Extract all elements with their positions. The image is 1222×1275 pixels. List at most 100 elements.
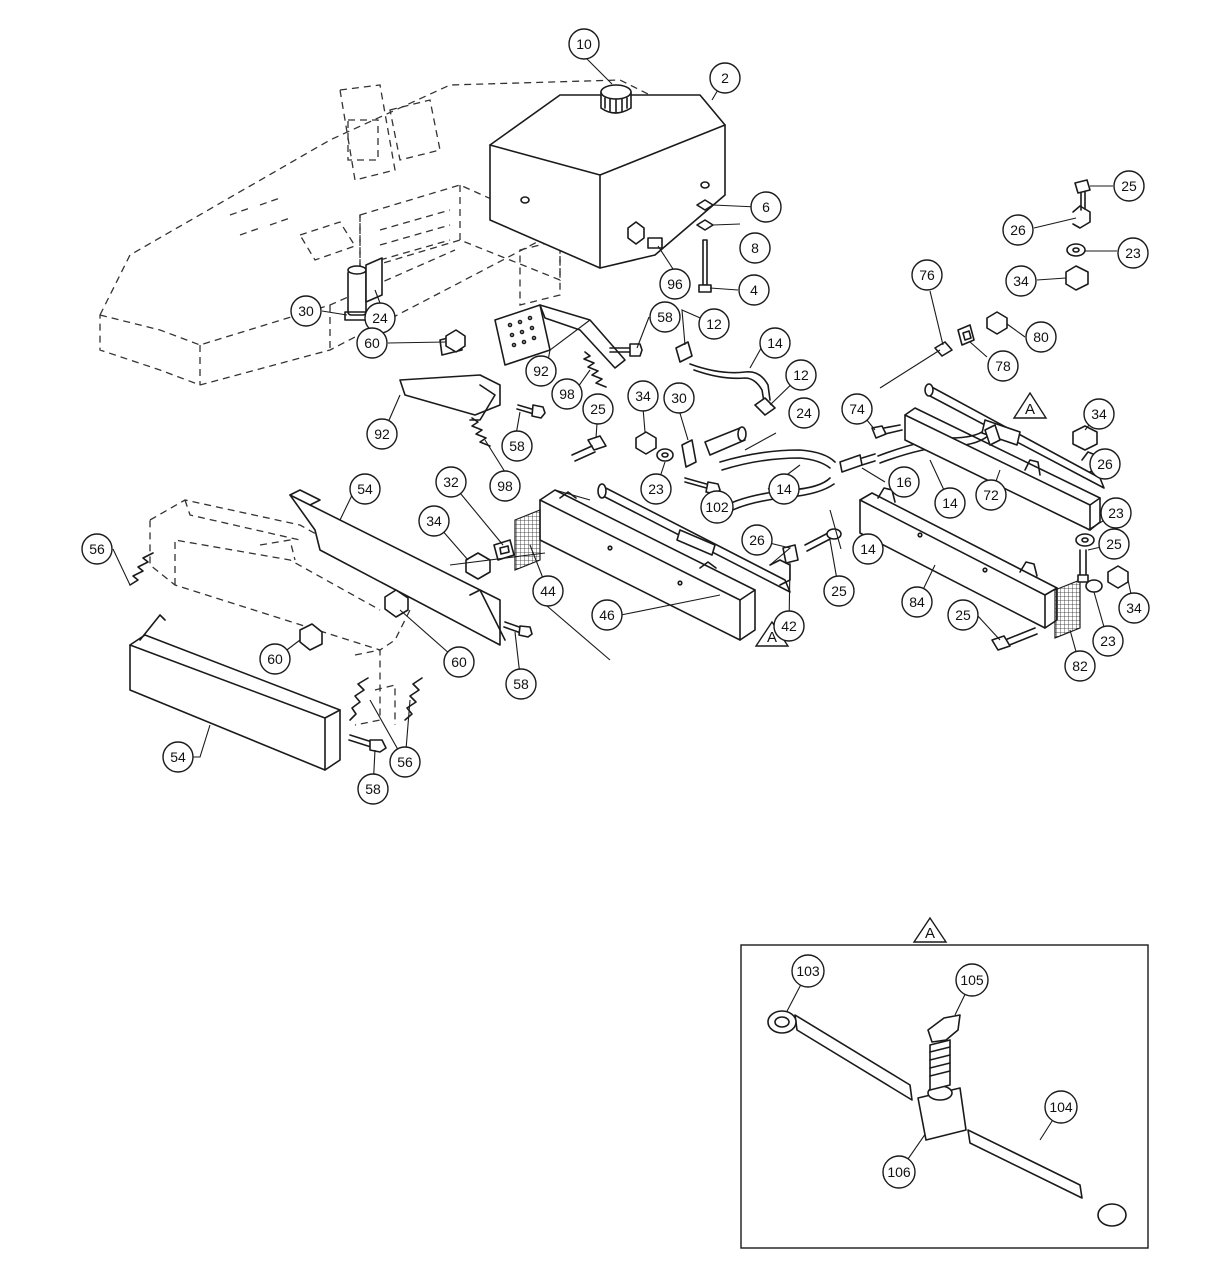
callout: 96 [659, 268, 691, 300]
svg-text:58: 58 [509, 438, 525, 454]
callout: 105 [955, 963, 989, 997]
callout: 34 [1005, 265, 1037, 297]
connector-16 [839, 453, 876, 473]
clip-26-right-a [1024, 459, 1041, 476]
svg-text:104: 104 [1049, 1099, 1073, 1115]
svg-text:23: 23 [1125, 245, 1141, 261]
svg-text:A: A [1025, 401, 1035, 418]
callout: 58 [357, 773, 389, 805]
svg-text:14: 14 [776, 481, 792, 497]
svg-text:102: 102 [705, 499, 729, 515]
callout: 24 [364, 302, 396, 334]
washer-76 [934, 341, 953, 357]
svg-text:98: 98 [559, 386, 575, 402]
bolt-25-center [571, 435, 607, 462]
svg-text:74: 74 [849, 401, 865, 417]
svg-text:92: 92 [533, 363, 549, 379]
callout: 58 [649, 301, 681, 333]
svg-text:44: 44 [540, 583, 556, 599]
callout: 58 [501, 430, 533, 462]
clip-26-top-right [1072, 205, 1091, 229]
svg-text:98: 98 [497, 478, 513, 494]
svg-text:60: 60 [451, 654, 467, 670]
svg-text:25: 25 [1121, 178, 1137, 194]
svg-text:25: 25 [955, 607, 971, 623]
section-marker-a-3: A [912, 916, 948, 943]
mower-deck-outline [99, 79, 682, 386]
svg-text:60: 60 [364, 335, 380, 351]
svg-text:24: 24 [796, 405, 812, 421]
hatched-pad-82 [1054, 579, 1081, 639]
nut-34-left [465, 552, 491, 580]
svg-text:72: 72 [983, 487, 999, 503]
spring-56-lower-b [404, 677, 423, 721]
elbow-fitting-12-upper [675, 341, 693, 363]
svg-text:58: 58 [657, 309, 673, 325]
mount-plate [399, 304, 626, 421]
callout: 6 [750, 191, 782, 223]
callout: 12 [785, 359, 817, 391]
nut-80 [986, 311, 1008, 335]
callout: 25 [1113, 170, 1145, 202]
tank-fitting [627, 221, 663, 249]
svg-text:14: 14 [860, 541, 876, 557]
nut-60-left [299, 623, 323, 651]
tube-upper-center [597, 483, 791, 593]
bolt-74 [871, 424, 903, 439]
callouts: 10 2 6 8 4 96 25 26 23 34 80 76 78 30 24… [81, 28, 1150, 1189]
svg-text:78: 78 [995, 358, 1011, 374]
deflector-54-lower [129, 614, 341, 771]
callout: 60 [443, 646, 475, 678]
svg-text:23: 23 [648, 481, 664, 497]
section-marker-a-1: A [1012, 391, 1048, 419]
svg-text:8: 8 [751, 240, 759, 256]
fuel-tank [489, 94, 726, 269]
nut-34-center [635, 431, 657, 455]
callout: 2 [709, 62, 741, 94]
nut-60-mid [384, 589, 409, 618]
callout: 58 [505, 668, 537, 700]
svg-text:42: 42 [781, 618, 797, 634]
elbow-fitting-12-lower [754, 397, 776, 416]
spring-98-lower [471, 417, 491, 447]
svg-text:14: 14 [767, 335, 783, 351]
callout: 92 [366, 418, 398, 450]
callout: 54 [349, 473, 381, 505]
bolt-58-upper [609, 343, 643, 357]
svg-text:26: 26 [749, 532, 765, 548]
deflector-54-upper [289, 489, 506, 646]
svg-text:32: 32 [443, 474, 459, 490]
svg-text:26: 26 [1010, 222, 1026, 238]
svg-text:2: 2 [721, 70, 729, 86]
spring-56-left [129, 552, 154, 586]
fuel-line-14-upper [689, 363, 771, 403]
svg-text:24: 24 [372, 310, 388, 326]
washer-23-top-right [1066, 243, 1086, 257]
callout: 76 [911, 259, 943, 291]
svg-text:106: 106 [887, 1164, 911, 1180]
bolt-58-mid [516, 404, 546, 419]
callout: 104 [1044, 1090, 1078, 1124]
svg-text:34: 34 [1126, 600, 1142, 616]
callout: 34 [418, 505, 450, 537]
tube-upper-right [924, 383, 1105, 489]
svg-text:25: 25 [590, 401, 606, 417]
plate-84 [859, 487, 1058, 629]
callout: 14 [768, 473, 800, 505]
callout: 103 [791, 954, 825, 988]
svg-text:25: 25 [1106, 536, 1122, 552]
spring-98-upper [583, 351, 607, 388]
lift-arm-frame [149, 499, 411, 726]
callout: 46 [591, 599, 623, 631]
callout: 14 [934, 487, 966, 519]
svg-text:10: 10 [576, 36, 592, 52]
washer-23-right [1075, 533, 1095, 547]
fitting-30 [681, 439, 697, 468]
svg-text:12: 12 [793, 367, 809, 383]
svg-text:4: 4 [750, 282, 758, 298]
callout: 26 [1002, 214, 1034, 246]
bolt-25-top-right [1074, 179, 1091, 211]
callout: 32 [435, 466, 467, 498]
svg-text:34: 34 [635, 388, 651, 404]
svg-text:6: 6 [762, 199, 770, 215]
